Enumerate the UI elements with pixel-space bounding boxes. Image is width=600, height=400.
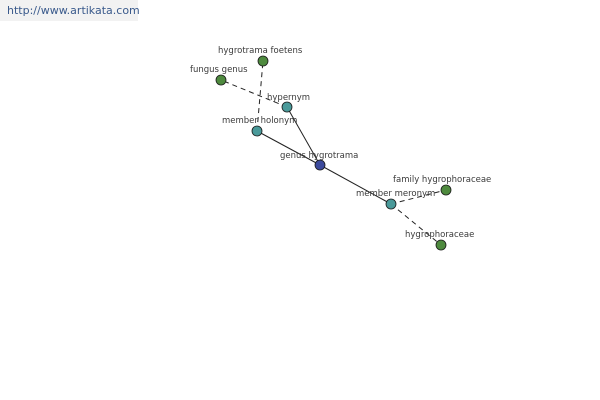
node-foetens[interactable] (257, 55, 269, 67)
edge-holonym-foetens (256, 60, 264, 132)
edges-layer (220, 60, 447, 246)
node-hygrophoraceae[interactable] (435, 239, 447, 251)
source-url-link[interactable]: http://www.artikata.com (7, 4, 140, 17)
node-meronym[interactable] (385, 198, 397, 210)
node-hypernym[interactable] (281, 101, 293, 113)
labels-layer: genus hygrotrama hypernym member holonym me… (190, 46, 491, 240)
node-family[interactable] (440, 184, 452, 196)
edge-hypernym-fungus (220, 79, 288, 108)
node-label-genus[interactable]: genus hygrotrama (280, 151, 358, 161)
node-label-fungus[interactable]: fungus genus (190, 65, 248, 75)
nodes-layer (215, 55, 452, 251)
node-fungus[interactable] (215, 74, 227, 86)
edge-genus-holonym (256, 130, 321, 166)
edge-meronym-family (390, 189, 447, 205)
node-label-holonym[interactable]: member holonym (222, 116, 297, 126)
edge-genus-hypernym (286, 106, 321, 166)
node-label-family[interactable]: family hygrophoraceae (393, 175, 491, 185)
edge-genus-meronym (319, 164, 392, 205)
node-label-hypernym[interactable]: hypernym (267, 93, 310, 103)
node-holonym[interactable] (251, 125, 263, 137)
source-url-banner: http://www.artikata.com (0, 0, 140, 21)
node-label-hygrophoraceae[interactable]: hygrophoraceae (405, 230, 474, 240)
edge-meronym-hygrophoraceae (390, 203, 442, 246)
node-label-foetens[interactable]: hygrotrama foetens (218, 46, 303, 56)
node-genus[interactable] (314, 159, 326, 171)
node-label-meronym[interactable]: member meronym (356, 189, 435, 199)
